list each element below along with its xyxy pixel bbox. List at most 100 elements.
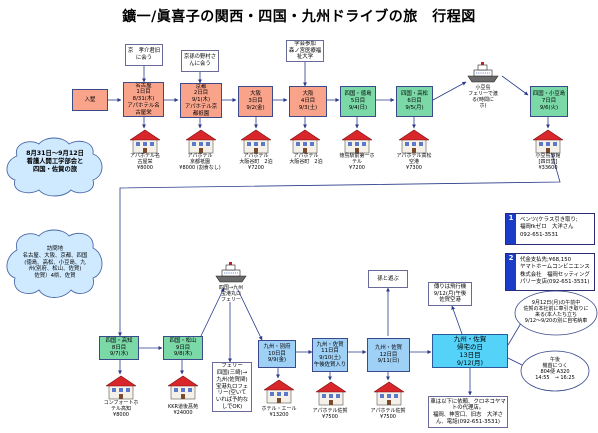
note-line: 学会参加	[294, 40, 316, 47]
note-line: 9月12日(月)の午前中	[531, 300, 581, 306]
note-line: 9/12～9/20の別に自宅納車	[524, 318, 588, 324]
note-line: しでOK)	[221, 403, 243, 410]
cloud-shape-top	[6, 137, 103, 197]
return-ellipse	[514, 290, 598, 336]
note-line: に会う	[135, 55, 153, 61]
stop-line: 9/2(金)	[246, 104, 265, 111]
hotel-line: アパホテル	[187, 153, 213, 159]
hotel-line: アパホテル佐賀	[312, 408, 348, 414]
stop-line: 9/10(土)	[319, 355, 341, 361]
note-line: んに会う	[189, 61, 211, 67]
hotel-line: 空港	[408, 159, 419, 165]
legend-line: パリー支店(092-651-3531)	[520, 278, 590, 285]
hotel-icon	[185, 128, 217, 154]
start-label: 入墅	[84, 96, 96, 103]
ferry-line: フェリーで渡	[468, 91, 498, 97]
hotel-label: KKR道後菖苑 ¥24000	[158, 404, 208, 416]
hotel-icon	[240, 128, 272, 154]
flight-line: 14:55 → 16:25	[535, 375, 575, 381]
final-line: 九州・佐賀	[453, 334, 487, 343]
stop-line: 9/3(土)	[298, 104, 318, 111]
hotel-icon	[341, 128, 373, 154]
stop-line: 9日目	[175, 344, 191, 351]
legend-line: ヤマトホームコンビニエンス	[520, 264, 590, 271]
ferry-ship-icon	[467, 62, 499, 83]
stop-line: 9/9(金)	[267, 357, 287, 364]
stop-line: 都祇園	[192, 110, 210, 117]
legend-text: ベンツ(ケラス引き取り; 福岡fkゼロ 大洋さん 092-651-3531	[520, 217, 578, 239]
hotel-line: 大阪谷町 2泊	[239, 159, 273, 165]
legend-number: 2	[506, 254, 516, 290]
note-line: トの代理店。	[451, 405, 485, 412]
stop-box: 四国・徳島 5日目 9/4(日)	[340, 86, 376, 117]
event-line: 9/12(月)午後	[433, 290, 467, 297]
hotel-line: ¥8000	[137, 165, 153, 171]
ferry-line: ホ)	[479, 103, 487, 109]
stop-line: 四国・高知	[105, 337, 133, 344]
stop-line: 11日目	[321, 348, 339, 355]
stop-line: 4日目	[300, 98, 316, 105]
note-box: 京 孝介君旧 に会う	[125, 44, 163, 66]
note-box: 学会参加 森ノ宮医療福 祉大学	[286, 40, 324, 62]
note-line: リー(空いて	[217, 390, 247, 397]
hotel-label: 徳島駅前第一ホ テル ¥7200	[332, 153, 382, 171]
stop-box: 名古屋 1日目 8/31(木) アパホテル名 古屋栄	[123, 82, 164, 117]
hotel-icon	[167, 374, 199, 400]
stop-line: アパホテル名	[127, 102, 160, 109]
hotel-label: 小豆島旅館 [四日堂] ¥33600	[524, 153, 572, 171]
cloud-bottom-line: 訪問地	[46, 246, 64, 252]
hotel-label: アパホテル佐賀 ¥7500	[306, 408, 354, 420]
stop-box: 四国・松山 9日目 9/8(木)	[163, 336, 203, 360]
hotel-line: 京都祇園	[189, 159, 210, 165]
hotel-line: [四日堂]	[538, 159, 558, 165]
ferry-line: 四国→九州	[218, 285, 244, 291]
hotel-line: アパホテル名	[130, 153, 160, 159]
hotel-line: 大阪谷町 2泊	[289, 159, 323, 165]
hotel-icon	[398, 128, 430, 154]
legend-number: 1	[506, 214, 516, 244]
note-box: 京孫の野村さ んに会う	[181, 50, 219, 72]
note-line: 佐賀の本社前に車引き取りに	[523, 306, 589, 312]
stop-line: 九州・別府	[263, 343, 291, 350]
final-line: 13日目	[459, 351, 481, 359]
hotel-line: アパホテル高松	[396, 153, 432, 159]
stop-line: 2日目	[193, 90, 209, 97]
cloud-bottom-line: 佐賀）4県、佐賀	[34, 273, 76, 279]
hotel-icon	[532, 128, 564, 154]
flight-line: 機首につく	[542, 363, 568, 369]
stop-line: 10日目	[268, 350, 286, 357]
final-line: 9/12(月)	[456, 359, 484, 368]
note-line: 祉大学	[296, 54, 314, 61]
ferry-label-bottom: 四国→九州 宝港丸ロ フェリー	[208, 285, 254, 303]
stop-line: 9/8(木)	[173, 351, 193, 358]
hotel-icon	[373, 380, 405, 406]
start-box: 入墅	[72, 89, 108, 111]
note-line: フェリー	[221, 363, 243, 370]
stop-line: 8/31(木)	[132, 96, 155, 103]
ferry-line: フェリー	[220, 297, 241, 303]
hotel-line: ¥13200	[269, 412, 289, 418]
hotel-icon	[129, 128, 161, 154]
ferry-line: 小豆島	[475, 85, 491, 91]
ferry-label-top: 小豆島 フェリーで渡 る(時間に ホ)	[460, 85, 506, 109]
stop-line: 大阪	[302, 91, 314, 98]
ferry-line: 宝港丸ロ	[220, 291, 241, 297]
hotel-line: アパホテル	[243, 153, 269, 159]
flight-ellipse	[520, 350, 590, 392]
stop-line: 9/1(木)	[191, 97, 211, 104]
stop-box: 九州・佐賀 11日目 9/10(土) 午後佐賀入り	[312, 338, 348, 372]
hotel-label: アパホテル 大阪谷町 2泊 ¥7200	[232, 153, 280, 171]
note-line: いれば予約な	[215, 397, 249, 404]
stop-box: 大阪 4日目 9/3(土)	[289, 86, 327, 117]
cloud-top-line: 四国・佐賀の旅	[32, 165, 78, 173]
note-line: 福岡、神宮口、旧志 大洋さ	[432, 412, 504, 418]
cloud-bottom-line: (徳島、高松、小豆島、九	[24, 259, 86, 266]
hotel-icon	[105, 374, 137, 400]
flight-note: 午後 機首につく 804便 A320 14:55 → 16:25	[524, 357, 586, 381]
note-line: 車は以下に依頼、クロネコヤマ	[430, 398, 506, 405]
note-line: 来る(本人たち立ち	[535, 312, 577, 318]
hotel-icon	[315, 380, 347, 406]
hotel-line: ¥33600	[538, 165, 558, 171]
hotel-line: ¥8000 (割食なし)	[179, 165, 221, 171]
hotel-line: ¥7500	[380, 414, 396, 420]
